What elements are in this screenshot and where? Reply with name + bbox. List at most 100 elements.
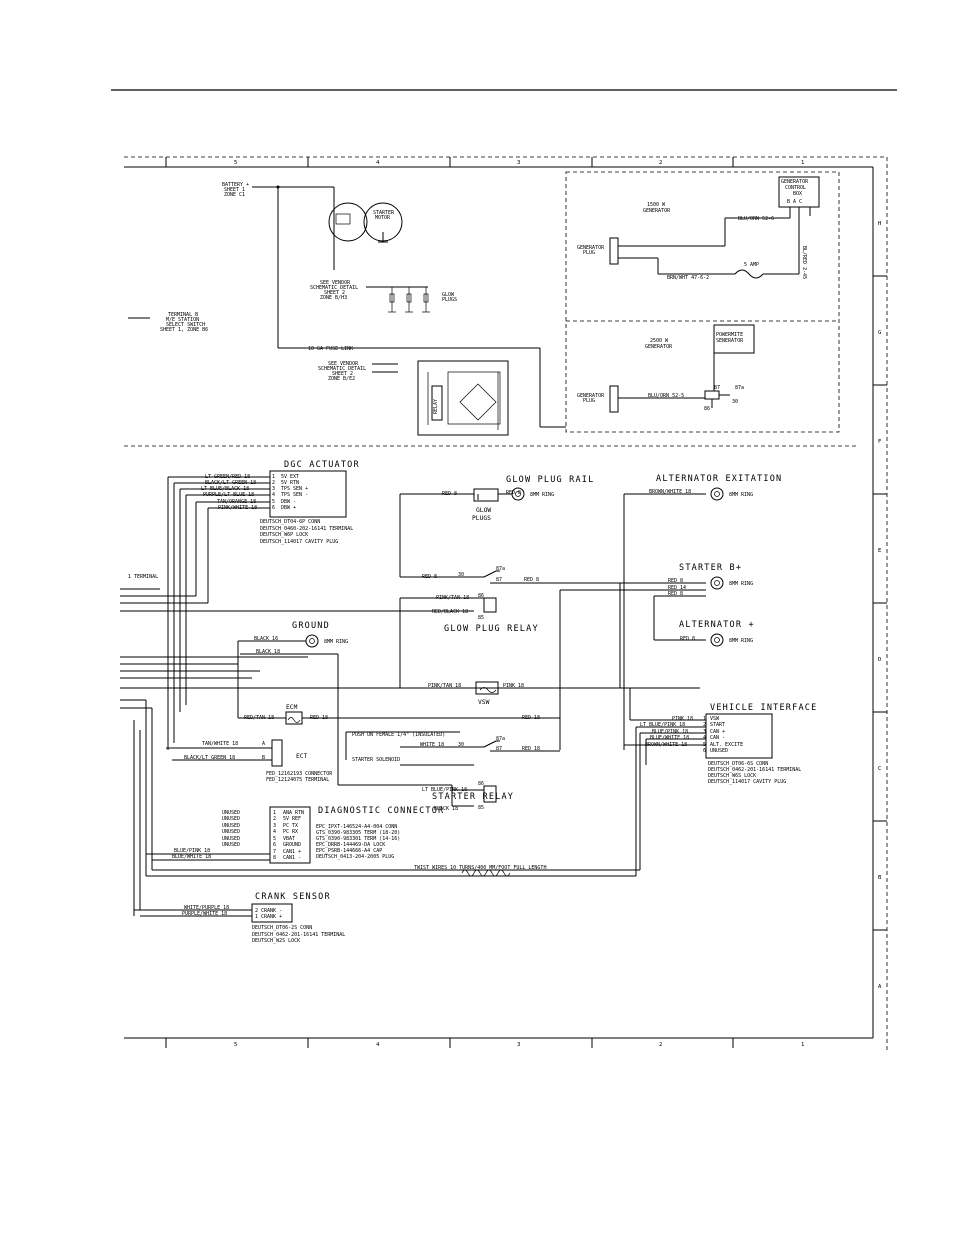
dgc-title: DGC ACTUATOR bbox=[284, 460, 360, 470]
vehicle-num: 5 bbox=[703, 742, 706, 748]
crank-pin: 1 CRANK + bbox=[255, 914, 282, 920]
terminal-b-ref: SELECT SWITCH bbox=[166, 322, 205, 328]
starter-motor-label: MOTOR bbox=[375, 215, 391, 221]
col-label: 1 bbox=[801, 160, 804, 166]
see-vendor-2: SCHEMATIC DETAIL bbox=[318, 366, 366, 372]
gp-relay-pin: 30 bbox=[458, 572, 464, 578]
gp-relay-pin: 87a bbox=[496, 566, 505, 572]
battery-ref-label: BATTERY + bbox=[222, 182, 249, 188]
gen1500-title: 1500 W bbox=[647, 202, 666, 208]
vehicle-wire: BLUE/PINK 18 bbox=[652, 729, 688, 735]
see-vendor-2: SEE VENDOR bbox=[328, 361, 359, 367]
dgc-num: 3 bbox=[272, 486, 275, 492]
col-label: 3 bbox=[517, 160, 520, 166]
dgc-pin: 5V RTN bbox=[281, 480, 299, 486]
diag-pin: VBAT bbox=[283, 836, 295, 842]
gp-relay-title: GLOW PLUG RELAY bbox=[444, 624, 539, 634]
diag-connector bbox=[269, 806, 311, 864]
glow-plugs-label: PLUGS bbox=[472, 515, 491, 522]
ground-title: GROUND bbox=[292, 621, 330, 631]
ect-title: ECT bbox=[296, 753, 308, 760]
diag-left: UNUSED bbox=[222, 836, 240, 842]
col-label: 2 bbox=[659, 1042, 662, 1048]
vehicle-title: VEHICLE INTERFACE bbox=[710, 703, 817, 713]
crank-pin: 2 CRANK - bbox=[255, 908, 282, 914]
vsw-wire: PINK/TAN 18 bbox=[428, 683, 461, 689]
glow-plugs-small: GLOW bbox=[442, 292, 455, 298]
starter-relay-sol: STARTER SOLENOID bbox=[352, 757, 400, 763]
diag-pin: CAN1 - bbox=[283, 855, 301, 861]
terminal-b-ref: SHEET 1, ZONE B6 bbox=[160, 327, 208, 333]
diag-pin: CAN1 + bbox=[283, 849, 301, 855]
gen2500-pin: 87 bbox=[714, 385, 720, 391]
starter-b-ring bbox=[710, 576, 724, 590]
starter-b-title: STARTER B+ bbox=[679, 563, 742, 573]
battery-ref-label: ZONE C1 bbox=[224, 192, 245, 198]
gen2500-plug: GENERATOR bbox=[577, 393, 605, 399]
dgc-pin: DBW + bbox=[281, 505, 296, 511]
twist-symbol bbox=[461, 869, 511, 877]
diag-pin: GROUND bbox=[283, 842, 301, 848]
gp-relay-pin: 87 bbox=[496, 577, 502, 583]
battery-ref-label: SHEET 1 bbox=[224, 187, 245, 193]
dgc-wire: PURPLE/LT BLUE 18 bbox=[203, 492, 254, 498]
vehicle-num: 4 bbox=[703, 735, 706, 741]
ect-pin: B bbox=[262, 755, 265, 761]
starter-relay-wire: RED 18 bbox=[522, 746, 540, 752]
ground-ring-label: 8MM RING bbox=[324, 639, 348, 645]
vehicle-pin: CAN + bbox=[710, 729, 725, 735]
diag-num: 5 bbox=[273, 836, 276, 842]
fuse-link-label: 10 GA FUSE LINK bbox=[308, 346, 353, 352]
col-label: 4 bbox=[376, 160, 380, 166]
starter-relay-push: PUSH ON FEMALE 1/4" (INSULATED) bbox=[352, 732, 445, 738]
ect-connector bbox=[271, 739, 283, 767]
vehicle-wire: BROWN/WHITE 18 bbox=[645, 742, 687, 748]
diag-num: 8 bbox=[273, 855, 276, 861]
glow-rail-title: GLOW PLUG RAIL bbox=[506, 475, 594, 485]
gp-relay-pin: 85 bbox=[478, 615, 484, 621]
dgc-num: 5 bbox=[272, 499, 275, 505]
diag-left: UNUSED bbox=[222, 816, 240, 822]
gen1500-fuse: 5 AMP bbox=[744, 262, 759, 268]
vehicle-wire: LT BLUE/PINK 18 bbox=[640, 722, 685, 728]
gen1500-plug: PLUG bbox=[583, 250, 595, 256]
vehicle-num: 3 bbox=[703, 729, 706, 735]
diag-title: DIAGNOSTIC CONNECTOR bbox=[318, 806, 444, 816]
alt-exc-ring-label: 8MM RING bbox=[729, 492, 753, 498]
vehicle-num: 6 bbox=[703, 748, 706, 754]
diag-left: UNUSED bbox=[222, 829, 240, 835]
gen2500-pin: 86 bbox=[704, 406, 710, 412]
vehicle-connector bbox=[705, 713, 773, 759]
diag-pin: PC TX bbox=[283, 823, 298, 829]
row-label: E bbox=[878, 548, 882, 554]
dgc-note: DEUTSCH_0460-202-16141 TERMINAL bbox=[260, 526, 353, 532]
vehicle-num: 1 bbox=[703, 716, 706, 722]
terminal-b-ref: TERMINAL B bbox=[168, 312, 198, 318]
starter-relay-title: STARTER RELAY bbox=[432, 792, 514, 802]
twist-label: TWIST WIRES 10 TURNS/400 MM/FOOT FULL LE… bbox=[414, 865, 546, 871]
terminal-left: 1 TERMINAL bbox=[128, 574, 158, 580]
gp-relay-pin: 86 bbox=[478, 593, 484, 599]
glow-rail-wire2: RED 8 bbox=[506, 490, 521, 496]
alt-exc-title: ALTERNATOR EXITATION bbox=[656, 474, 782, 484]
vehicle-pin: START bbox=[710, 722, 725, 728]
dgc-wire: TAN/ORANGE 18 bbox=[217, 499, 256, 505]
dgc-pin: TPS SEN + bbox=[281, 486, 308, 492]
glow-plug-symbols bbox=[388, 287, 430, 313]
dgc-note: DEUTSCH_W6P LOCK bbox=[260, 532, 308, 538]
diag-num: 2 bbox=[273, 816, 276, 822]
starter-b-wire: RED 8 bbox=[668, 591, 683, 597]
diag-num: 4 bbox=[273, 829, 276, 835]
col-label: 5 bbox=[234, 1042, 237, 1048]
ect-note: FED_12124075 TERMINAL bbox=[266, 777, 329, 783]
glow-plugs-label: GLOW bbox=[476, 507, 491, 514]
glow-rail-wire: RED 8 bbox=[442, 491, 457, 497]
vsw-wire: PINK 18 bbox=[503, 683, 524, 689]
starter-relay-pin: 85 bbox=[478, 805, 484, 811]
vehicle-wire: PINK 18 bbox=[672, 716, 693, 722]
col-label: 5 bbox=[234, 160, 237, 166]
gen1500-wire1: BLU/ORN 52-6 bbox=[738, 216, 774, 222]
starter-relay-pin: 87a bbox=[496, 736, 505, 742]
harness-wires bbox=[120, 476, 706, 917]
